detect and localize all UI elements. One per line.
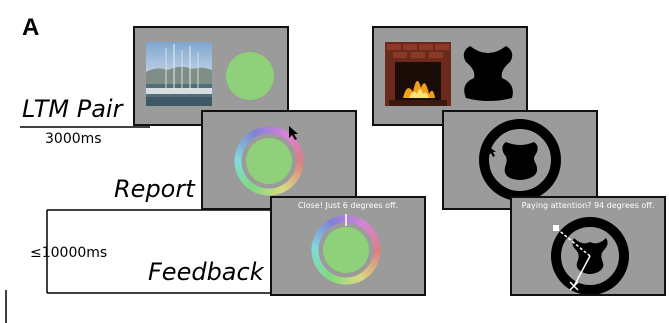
shape-response <box>502 142 538 180</box>
harbor-photo <box>146 42 212 106</box>
stage-feedback: Feedback <box>148 258 264 286</box>
feedback-message-shape: Paying attention? 94 degrees off. <box>521 201 655 210</box>
color-wheel <box>234 126 304 196</box>
feedback-true-marker <box>555 227 591 257</box>
color-response-fill <box>246 138 292 184</box>
feedback-message-color: Close! Just 6 degrees off. <box>297 201 399 210</box>
stage-report: Report <box>114 175 195 203</box>
timing-feedback: ≤10000ms <box>30 245 108 261</box>
color-swatch-target <box>226 52 274 100</box>
timing-ltm-pair: 3000ms <box>45 131 102 147</box>
mouse-cursor-icon <box>488 146 496 157</box>
shape-target <box>463 46 513 101</box>
ltm-pair-screen-color <box>133 26 289 126</box>
report-screen-color <box>201 110 357 210</box>
feedback-response-marker <box>573 255 591 287</box>
feedback-screen-shape: Paying attention? 94 degrees off. <box>510 196 666 296</box>
shape-wheel <box>551 217 629 294</box>
fireplace-photo <box>385 42 451 106</box>
mouse-cursor-icon <box>289 126 298 140</box>
ltm-pair-screen-shape <box>372 26 528 126</box>
shape-wheel <box>479 119 561 201</box>
feedback-screen-color: Close! Just 6 degrees off. <box>270 196 426 296</box>
color-wheel <box>311 215 381 285</box>
panel-label: A <box>22 14 40 41</box>
color-feedback-fill <box>323 227 369 273</box>
stage-ltm-pair: LTM Pair <box>22 95 123 123</box>
report-screen-shape <box>442 110 598 210</box>
